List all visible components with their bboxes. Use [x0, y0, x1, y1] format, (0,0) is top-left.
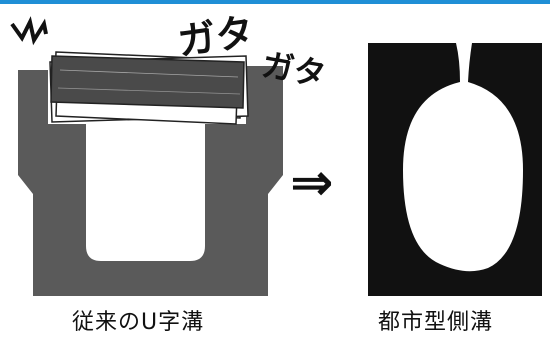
- transition-arrow: ⇒: [290, 153, 334, 213]
- urban-side-gutter: [368, 43, 542, 296]
- u-gutter-body: [18, 66, 283, 296]
- traditional-u-gutter: ガタ ガタ: [10, 10, 329, 296]
- urban-gutter-channel: [403, 43, 523, 272]
- vibration-zigzag-icon: [10, 16, 48, 46]
- urban-gutter-caption: 都市型側溝: [378, 310, 494, 335]
- top-accent-bar: [0, 0, 550, 4]
- noise-text-1: ガタ: [175, 10, 256, 64]
- rattling-lid: [49, 51, 249, 125]
- traditional-u-gutter-caption: 従来のU字溝: [72, 310, 205, 335]
